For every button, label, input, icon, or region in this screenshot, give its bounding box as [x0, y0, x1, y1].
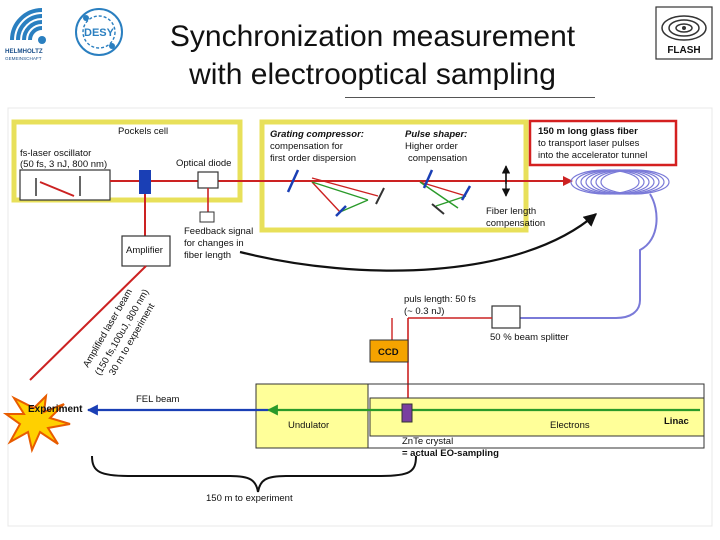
helmholtz-logo-mark: HELMHOLTZ GEMEINSCHAFT: [5, 8, 46, 61]
laser-table-frame: [11, 119, 243, 203]
label-pockels-cell: Pockels cell: [118, 126, 168, 137]
label-fel-beam: FEL beam: [136, 394, 180, 405]
label-fiber-1: 150 m long glass fiber: [538, 126, 638, 137]
optics-table-frame: [259, 119, 529, 233]
label-fiber-length-1: Fiber length: [486, 206, 536, 217]
helmholtz-text-2: GEMEINSCHAFT: [5, 56, 42, 61]
grating-1: [286, 169, 300, 193]
oscillator-box: [19, 169, 111, 201]
label-shaper-3: compensation: [408, 153, 467, 164]
undulator-box: [255, 383, 369, 449]
experiment-burst: [2, 393, 71, 454]
compressor-mirror: [375, 187, 385, 205]
fiber-highlight-box: [528, 119, 678, 167]
flash-logo-mark: FLASH: [655, 6, 713, 60]
distance-brace: [91, 455, 417, 493]
helmholtz-logo: HELMHOLTZ GEMEINSCHAFT: [4, 4, 56, 62]
fiber-transport-line: [520, 193, 658, 319]
label-experiment: Experiment: [28, 404, 83, 415]
label-undulator: Undulator: [288, 420, 329, 431]
shaper-grating-1: [422, 169, 434, 189]
title-line-1: Synchronization measurement: [169, 20, 576, 53]
linac-section: [369, 397, 705, 437]
feedback-arc-arrow: [239, 213, 597, 272]
label-fiber-length-2: compensation: [486, 218, 545, 229]
label-electrons: Electrons: [550, 420, 590, 431]
label-znte-2: = actual EO-sampling: [402, 448, 499, 459]
amplifier-box: [121, 235, 171, 267]
label-optical-diode: Optical diode: [176, 158, 231, 169]
pockels-cell-element: [139, 170, 151, 194]
flash-text: FLASH: [667, 45, 700, 56]
label-znte-1: ZnTe crystal: [402, 436, 453, 447]
desy-logo-mark: DESY: [75, 8, 123, 56]
label-ccd: CCD: [378, 347, 399, 358]
label-beam-splitter: 50 % beam splitter: [490, 332, 569, 343]
grating-2: [335, 205, 347, 217]
label-shaper-title: Pulse shaper:: [405, 129, 467, 140]
beam-splitter: [491, 305, 521, 329]
slide-title: Synchronization measurement with electro…: [130, 18, 615, 94]
label-oscillator-1: fs-laser oscillator: [20, 148, 91, 159]
label-oscillator-2: (50 fs, 3 nJ, 800 nm): [20, 159, 107, 170]
title-line-2: with electrooptical sampling: [189, 58, 556, 91]
oscillator-beam: [39, 181, 75, 197]
fiber-coil: [570, 169, 670, 195]
label-distance: 150 m to experiment: [206, 493, 293, 504]
label-amplifier: Amplifier: [126, 245, 163, 256]
flash-logo: FLASH: [655, 6, 713, 60]
amplified-beam: [29, 265, 147, 381]
ccd-detector: [369, 339, 409, 363]
desy-text: DESY: [84, 27, 115, 39]
optical-diode: [197, 171, 219, 189]
label-linac: Linac: [664, 416, 689, 427]
shaper-grating-2: [460, 185, 472, 201]
feedback-detector: [199, 211, 215, 223]
label-feedback-3: fiber length: [184, 250, 231, 261]
label-feedback-1: Feedback signal: [184, 226, 253, 237]
label-fiber-2: to transport laser pulses: [538, 138, 640, 149]
title-underline: [345, 97, 595, 98]
label-grating-3: first order dispersion: [270, 153, 356, 164]
label-grating-2: compensation for: [270, 141, 343, 152]
label-puls-length-2: (~ 0.3 nJ): [404, 306, 444, 317]
desy-logo: DESY: [72, 6, 126, 58]
label-grating-title: Grating compressor:: [270, 129, 364, 140]
label-feedback-2: for changes in: [184, 238, 244, 249]
label-puls-length-1: puls length: 50 fs: [404, 294, 476, 305]
znte-crystal: [401, 403, 413, 423]
helmholtz-text-1: HELMHOLTZ: [5, 48, 43, 55]
label-fiber-3: into the accelerator tunnel: [538, 150, 647, 161]
label-shaper-2: Higher order: [405, 141, 458, 152]
